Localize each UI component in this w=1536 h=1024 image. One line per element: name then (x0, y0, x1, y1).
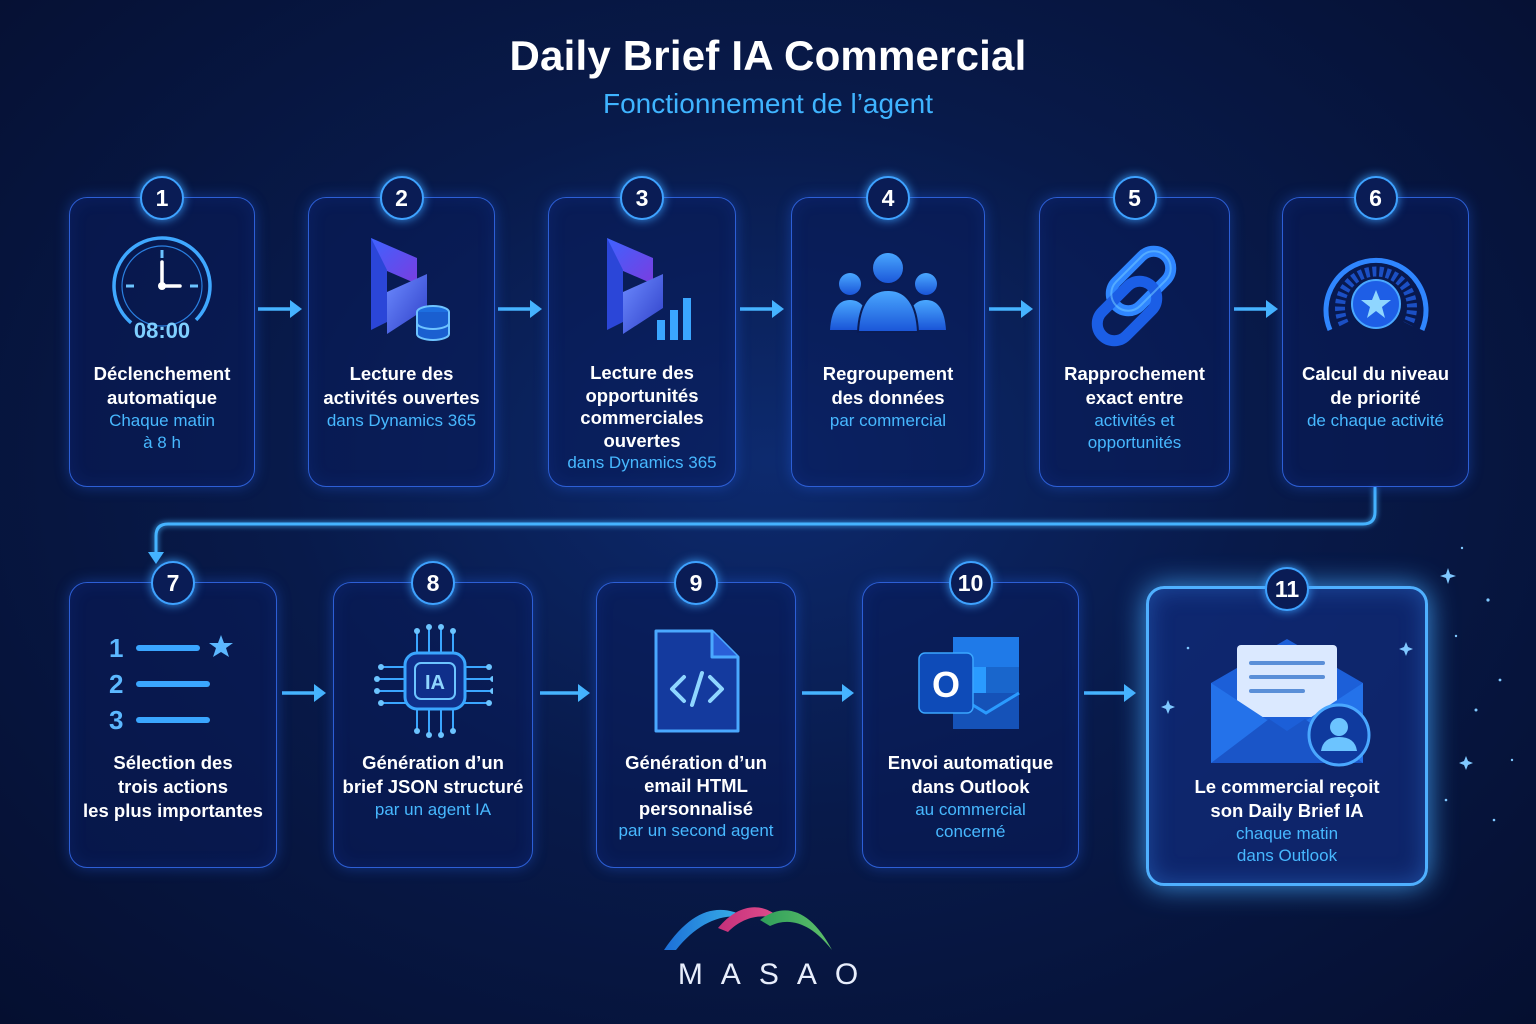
step-number-badge: 2 (379, 176, 424, 220)
step-number-badge: 8 (411, 561, 455, 605)
people-group-icon (830, 251, 946, 333)
flow-arrow-7-8 (282, 684, 326, 702)
step-number-badge: 7 (151, 561, 195, 605)
step-number-badge: 6 (1353, 176, 1398, 220)
step-number-badge: 3 (620, 176, 664, 220)
flow-arrow-10-11 (1084, 684, 1136, 702)
step-number-badge: 5 (1112, 176, 1157, 220)
flow-arrow-5-6 (1234, 300, 1278, 318)
outlook-icon: O (917, 637, 1020, 729)
flow-arrow-1-2 (258, 300, 302, 318)
list-number: 3 (109, 705, 123, 735)
flow-arrow-8-9 (540, 684, 590, 702)
step-number-badge: 1 (140, 176, 184, 220)
clock-time-label: 08:00 (134, 318, 190, 343)
flow-arrow-9-10 (802, 684, 854, 702)
flow-arrow-4-5 (989, 300, 1033, 318)
ai-chip-icon: IA (374, 624, 493, 738)
code-file-icon (654, 629, 740, 733)
masao-logo-icon (664, 907, 832, 950)
step-detail: de chaque activité (1306, 411, 1445, 430)
page-title: Daily Brief IA Commercial (509, 32, 1027, 79)
list-number: 1 (109, 633, 123, 663)
step-number-badge: 11 (1265, 567, 1309, 611)
dynamics-chart-icon (607, 238, 691, 340)
step-detail: par un agent IA (374, 800, 492, 819)
dynamics-database-icon (370, 238, 450, 341)
page-subtitle: Fonctionnement de l’agent (603, 88, 933, 119)
step-detail: par un second agent (618, 821, 774, 840)
flow-arrow-2-3 (498, 300, 542, 318)
chip-label: IA (425, 672, 445, 694)
envelope-user-icon (1211, 639, 1371, 767)
brand-name: MASAO (677, 958, 877, 991)
step-detail: dans Dynamics 365 (567, 453, 717, 472)
step-number-badge: 9 (674, 561, 718, 605)
clock-icon: 08:00 (112, 236, 212, 343)
list-number: 2 (109, 669, 123, 699)
outlook-letter: O (931, 664, 959, 705)
step-number-badge: 4 (866, 176, 910, 220)
link-icon (1091, 245, 1176, 347)
step-detail: dans Dynamics 365 (326, 411, 477, 430)
priority-gauge-icon (1323, 257, 1428, 331)
ranked-list-icon: 1 2 3 (109, 633, 233, 735)
step-number-badge: 10 (948, 561, 993, 605)
step-detail: par commercial (829, 411, 947, 430)
flow-arrow-3-4 (740, 300, 784, 318)
